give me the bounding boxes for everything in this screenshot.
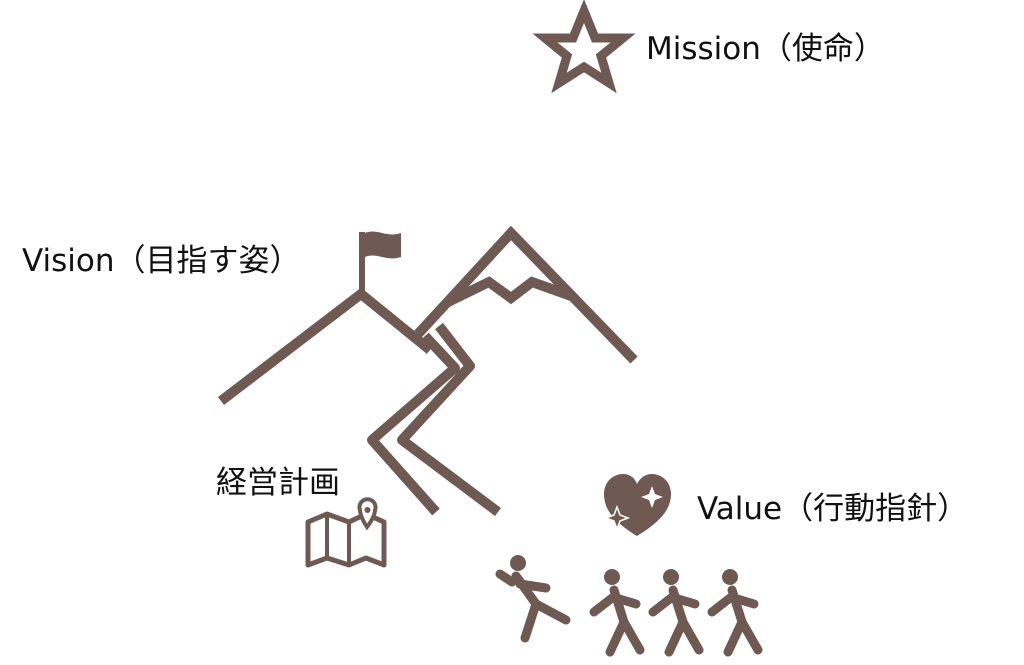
- running-people-icon: [495, 555, 763, 657]
- winding-path-icon: [367, 322, 501, 516]
- runner-figure-icon: [495, 555, 571, 643]
- star-icon: [532, 0, 636, 94]
- value-label: Value（行動指針）: [697, 491, 969, 527]
- vision-label: Vision（目指す姿）: [22, 243, 301, 279]
- business-plan-label: 経営計画: [216, 465, 340, 501]
- runner-figure-icon: [589, 569, 645, 657]
- mission-label: Mission（使命）: [646, 31, 885, 67]
- runner-figure-icon: [648, 569, 704, 657]
- flag-icon: [359, 231, 401, 294]
- runner-figure-icon: [707, 569, 763, 657]
- map-pin-icon: [305, 497, 387, 568]
- sparkle-heart-icon: [603, 474, 671, 536]
